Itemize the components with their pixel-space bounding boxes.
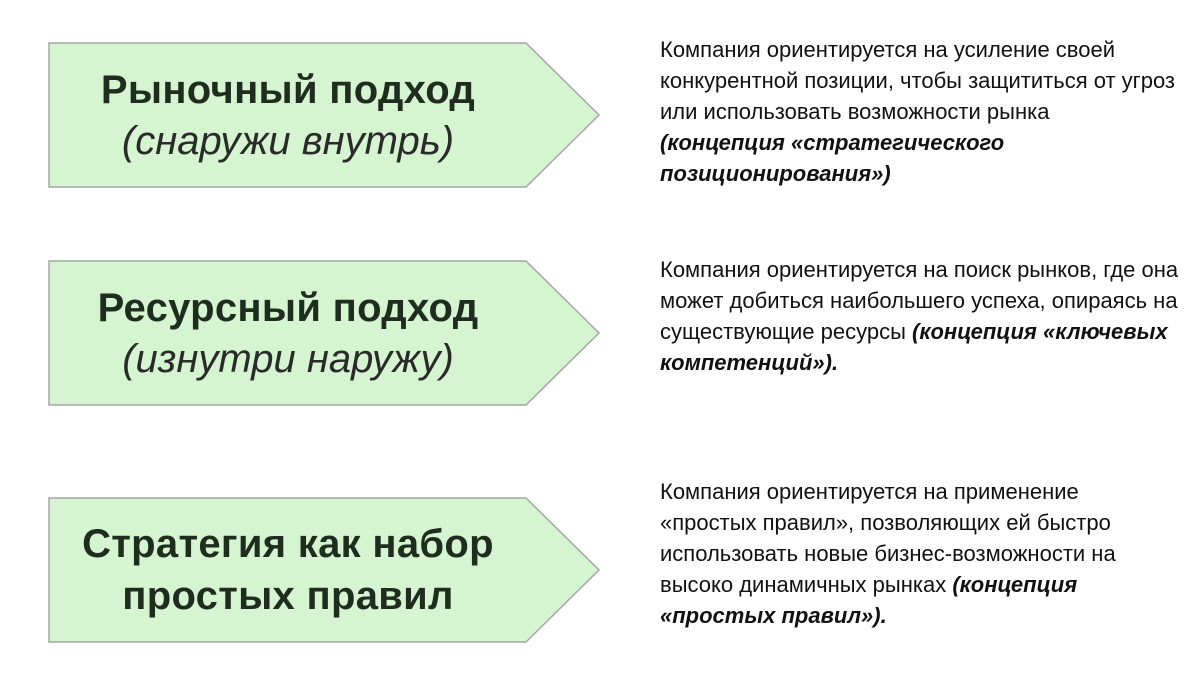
approach-subtitle: (изнутри наружу) <box>122 337 454 381</box>
approach-description-resource: Компания ориентируется на поиск рынков, … <box>660 254 1180 378</box>
arrow-shape-simple-rules: Стратегия как набор простых правил <box>48 497 601 643</box>
arrow-label: Стратегия как набор простых правил <box>48 497 528 643</box>
approach-title-line1: Стратегия как набор <box>82 522 494 566</box>
description-text: Компания ориентируется на усиление своей… <box>660 37 1176 124</box>
arrow-shape-market: Рыночный подход (снаружи внутрь) <box>48 42 601 188</box>
arrow-label: Рыночный подход (снаружи внутрь) <box>48 42 528 188</box>
approach-title: Ресурсный подход <box>97 286 479 330</box>
description-text: Компания ориентируется на поиск рынков, … <box>660 257 1179 344</box>
arrow-label: Ресурсный подход (изнутри наружу) <box>48 260 528 406</box>
arrow-graphic <box>48 42 601 188</box>
approach-description-simple-rules: Компания ориентируется на применение «пр… <box>660 476 1180 631</box>
description-concept: (концепция «стратегического позициониров… <box>660 130 1005 186</box>
approach-title: Рыночный подход <box>100 68 476 112</box>
approach-description-market: Компания ориентируется на усиление своей… <box>660 34 1180 189</box>
approach-title-line2: простых правил <box>122 574 454 618</box>
description-text: Компания ориентируется на применение «пр… <box>660 479 1116 597</box>
description-concept: (концепция «простых правил»). <box>660 572 1078 628</box>
description-concept: (концепция «ключевых компетенций»). <box>660 319 1168 375</box>
approach-subtitle: (снаружи внутрь) <box>121 119 455 163</box>
arrow-graphic <box>48 497 601 643</box>
arrow-shape-resource: Ресурсный подход (изнутри наружу) <box>48 260 601 406</box>
arrow-graphic <box>48 260 601 406</box>
